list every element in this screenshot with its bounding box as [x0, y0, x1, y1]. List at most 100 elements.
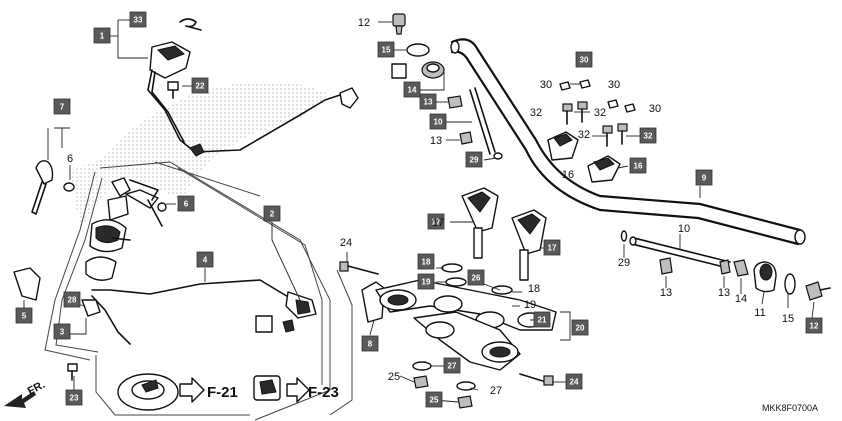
part-tag-label: 29 — [470, 156, 479, 165]
part-tag-21: 21 — [533, 311, 551, 328]
part-tag-label: 9 — [702, 174, 707, 183]
bar-end-weight-11 — [753, 261, 777, 293]
bolt-12 — [805, 281, 831, 301]
part-number-16: 16 — [562, 169, 574, 181]
part-tag-label: 33 — [134, 16, 143, 25]
nut-14-top — [421, 61, 445, 79]
washer-6b — [157, 202, 167, 212]
part-tag-label: 2 — [270, 210, 275, 219]
handlebar-clamps-16 — [547, 131, 621, 183]
frame-shading — [95, 81, 330, 200]
part-tag-25: 25 — [425, 391, 443, 408]
part-tag-27: 27 — [443, 357, 461, 374]
part-tag-label: 17 — [432, 218, 441, 227]
part-tag-28: 28 — [63, 291, 81, 308]
handlebar-9 — [450, 38, 806, 246]
screw-23 — [67, 363, 78, 381]
part-tag-2: 2 — [263, 205, 281, 222]
part-tag-label: 21 — [538, 316, 547, 325]
ring-15-right — [784, 273, 796, 295]
part-tag-4: 4 — [196, 251, 214, 268]
part-tag-label: 3 — [60, 328, 65, 337]
ref-arrow-f21 — [179, 377, 205, 403]
part-tag-label: 13 — [424, 98, 433, 107]
ref-f23[interactable]: F-23 — [308, 384, 339, 401]
part-tag-5: 5 — [15, 307, 33, 324]
part-tag-17: 17 — [543, 239, 561, 256]
part-tag-label: 18 — [422, 258, 431, 267]
part-tag-label: 22 — [196, 82, 205, 91]
part-tag-17: 17 — [427, 213, 445, 230]
part-tag-label: 19 — [422, 278, 431, 287]
part-tag-label: 32 — [644, 132, 653, 141]
part-number-13: 13 — [660, 287, 672, 299]
part-tag-label: 27 — [448, 362, 457, 371]
ring-29-top — [493, 152, 503, 160]
part-tag-15: 15 — [377, 41, 395, 58]
part-tag-label: 14 — [408, 86, 417, 95]
part-tag-10: 10 — [429, 113, 447, 130]
part-tag-8: 8 — [361, 335, 379, 352]
lock-assembly — [85, 177, 163, 281]
part-tag-label: 6 — [184, 200, 189, 209]
part-number-11: 11 — [754, 307, 765, 319]
part-number-17: 17 — [432, 217, 444, 229]
blank-box-left — [255, 315, 273, 333]
part-tag-label: 8 — [368, 340, 373, 349]
part-number-32: 32 — [578, 129, 590, 141]
part-tag-label: 23 — [70, 394, 79, 403]
rod-10 — [629, 236, 731, 269]
clips-30 — [559, 79, 636, 113]
part-tag-label: 7 — [60, 103, 65, 112]
part-tag-18: 18 — [417, 253, 435, 270]
nut-13b — [459, 131, 473, 145]
part-number-14: 14 — [735, 293, 747, 305]
part-tag-label: 17 — [548, 244, 557, 253]
part-number-27: 27 — [490, 385, 502, 397]
part-tag-16: 16 — [629, 157, 647, 174]
part-number-30: 30 — [608, 79, 620, 91]
part-tag-label: 15 — [382, 46, 391, 55]
bolt-24-right — [519, 373, 554, 386]
wire-4 — [91, 279, 317, 345]
part-number-30: 30 — [649, 103, 661, 115]
ref-f21[interactable]: F-21 — [207, 384, 238, 401]
part-tag-label: 30 — [580, 56, 589, 65]
frame-outline — [44, 161, 353, 421]
part-tag-33: 33 — [129, 11, 147, 28]
front-direction-label: FR. — [26, 379, 47, 398]
part-tag-13: 13 — [419, 93, 437, 110]
part-number-10: 10 — [678, 223, 690, 235]
fuel-cap — [117, 373, 179, 411]
key-7 — [31, 160, 54, 215]
part-tag-3: 3 — [53, 323, 71, 340]
part-tag-26: 26 — [467, 269, 485, 286]
part-number-6: 6 — [67, 153, 73, 165]
part-number-24: 24 — [340, 237, 352, 249]
bolts-32 — [562, 101, 628, 147]
rod-10-top — [469, 89, 491, 155]
part-tag-label: 28 — [68, 296, 77, 305]
number-tags: 3312276245283231514131029303216917171819… — [15, 11, 823, 408]
leader-lines — [23, 19, 815, 403]
part-number-12: 12 — [358, 17, 370, 29]
part-tag-label: 5 — [22, 312, 27, 321]
part-tag-24: 24 — [565, 373, 583, 390]
ring-29 — [620, 230, 628, 242]
part-number-13: 13 — [430, 135, 442, 147]
part-tag-20: 20 — [571, 319, 589, 336]
part-tag-6: 6 — [177, 195, 195, 212]
seat-lock-part — [253, 375, 281, 401]
part-number-13: 13 — [718, 287, 730, 299]
part-tag-12: 12 — [805, 317, 823, 334]
bracket-5 — [13, 267, 41, 301]
nut-13a — [447, 95, 463, 109]
part-tag-19: 19 — [417, 273, 435, 290]
small-clip — [282, 319, 295, 333]
nuts-25-27 — [412, 361, 476, 409]
part-tag-23: 23 — [65, 389, 83, 406]
part-tag-14: 14 — [403, 81, 421, 98]
part-tag-label: 4 — [203, 256, 208, 265]
